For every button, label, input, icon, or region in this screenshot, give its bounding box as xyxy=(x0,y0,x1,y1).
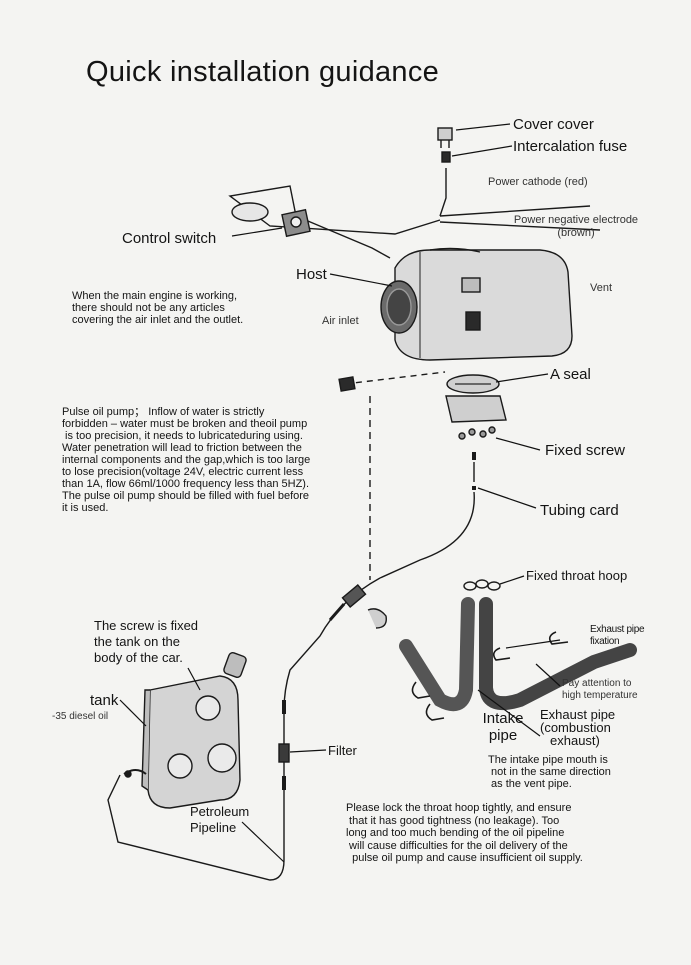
control-switch-part xyxy=(231,202,311,238)
exhaust-pipe-line-1: Exhaust pipe xyxy=(540,707,616,722)
tank-label: tank xyxy=(90,692,119,709)
petroleum-line-2: Pipeline xyxy=(190,820,237,835)
fixed-screws xyxy=(458,426,496,440)
intake-pipe-line-2: pipe xyxy=(488,727,518,745)
throat-hoops xyxy=(463,579,501,591)
power-negative-label: Power negative electrode (brown) xyxy=(502,214,650,239)
power-cathode-wire xyxy=(439,205,591,217)
mounting-plate xyxy=(445,395,507,423)
exhaust-fixation-line-2: fixation xyxy=(590,635,620,647)
pump-connector xyxy=(338,376,356,392)
fixed-throat-hoop-label: Fixed throat hoop xyxy=(526,568,628,583)
tank-outlet-fitting xyxy=(123,769,147,778)
filter-label: Filter xyxy=(328,743,357,758)
pay-attention-label: Pay attention to high temperature xyxy=(562,678,638,701)
screw-fixed-line-1: The screw is fixed xyxy=(94,618,199,633)
intercalation-fuse-part xyxy=(441,151,451,163)
intake-mouth-note: The intake pipe mouth is not in the same… xyxy=(488,754,611,790)
exhaust-fixation-line-1: Exhaust pipe xyxy=(590,624,645,635)
vent-label: Vent xyxy=(590,282,613,294)
pulse-pump-note: Pulse oil pump； Inflow of water is stric… xyxy=(62,406,311,514)
pulse-pump xyxy=(328,583,387,629)
diesel-tank xyxy=(141,652,247,809)
screw-fixed-note: The screw is fixed the tank on the body … xyxy=(94,618,198,666)
control-switch-label: Control switch xyxy=(122,230,217,247)
diesel-oil-label: -35 diesel oil xyxy=(52,711,109,722)
a-seal-label: A seal xyxy=(550,366,591,383)
petroleum-pipeline-label: Petroleum Pipeline xyxy=(190,804,249,836)
exhaust-pipe-label: Exhaust pipe (combustion exhaust) xyxy=(540,708,615,747)
host-label: Host xyxy=(296,266,327,283)
pay-attention-line-2: high temperature xyxy=(562,689,638,701)
petroleum-line-1: Petroleum xyxy=(190,804,250,819)
main-engine-note: When the main engine is working, there s… xyxy=(72,290,244,326)
page-title: Quick installation guidance xyxy=(86,56,440,88)
air-inlet-label: Air inlet xyxy=(322,315,359,327)
pay-attention-line-1: Pay attention to xyxy=(562,678,632,689)
screw-fixed-line-2: the tank on the xyxy=(94,634,181,649)
power-cathode-label: Power cathode (red) xyxy=(488,176,588,188)
exhaust-pipe-line-3: exhaust) xyxy=(550,733,600,748)
seal-part xyxy=(446,374,500,394)
lock-hoop-note: Please lock the throat hoop tightly, and… xyxy=(346,802,583,864)
intake-pipe xyxy=(399,597,475,712)
fixed-screw-label: Fixed screw xyxy=(545,442,626,459)
screw-fixed-line-3: body of the car. xyxy=(94,650,183,665)
exhaust-pipe xyxy=(479,597,637,710)
power-negative-wire xyxy=(439,221,601,231)
exhaust-pipe-line-2: (combustion xyxy=(540,720,611,735)
pipe-clamps xyxy=(411,631,569,721)
tubing-card-label: Tubing card xyxy=(540,502,619,519)
filter-part xyxy=(278,743,290,763)
cover-cover-label: Cover cover xyxy=(513,116,594,133)
heater-host-body xyxy=(380,247,573,361)
cover-cover-part xyxy=(437,127,453,148)
power-negative-line-2: (brown) xyxy=(557,226,595,239)
intercalation-fuse-label: Intercalation fuse xyxy=(513,138,628,155)
power-negative-line-1: Power negative electrode xyxy=(513,214,639,226)
intake-pipe-line-1: Intake xyxy=(482,710,524,727)
exhaust-pipe-fixation-label: Exhaust pipe fixation xyxy=(590,624,645,647)
intake-pipe-label: Intake pipe xyxy=(474,710,532,745)
